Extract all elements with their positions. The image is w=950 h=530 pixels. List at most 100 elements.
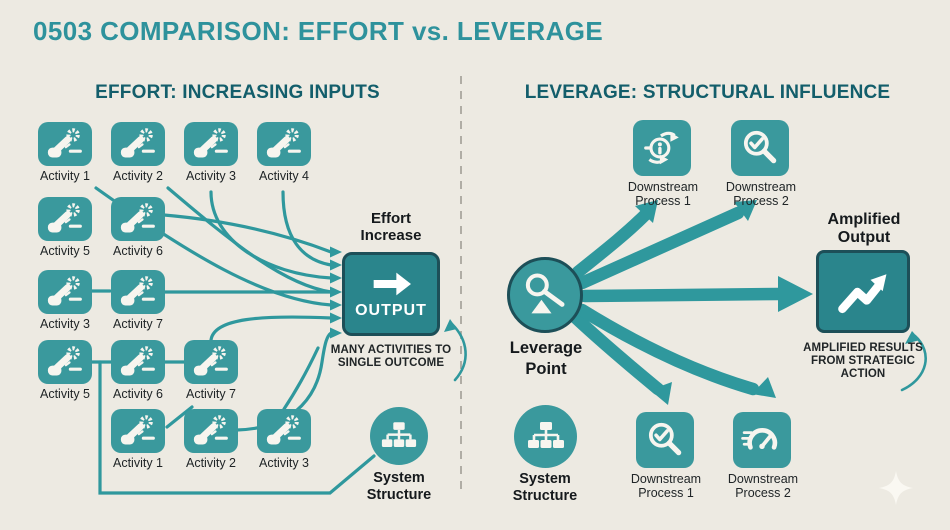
hand-gear-icon	[116, 201, 160, 237]
hand-gear-icon	[262, 126, 306, 162]
trend-up-arrow-icon	[833, 262, 893, 322]
hand-gear-icon	[116, 274, 160, 310]
right-arrow-icon	[362, 268, 420, 300]
activity-node: Activity 6	[111, 197, 165, 258]
activity-card	[38, 270, 92, 314]
leverage-line1: Leverage	[509, 339, 583, 357]
activity-label: Activity 7	[112, 317, 163, 331]
leverage-panel-heading: LEVERAGE: STRUCTURAL INFLUENCE	[505, 82, 910, 104]
activity-label: Activity 2	[185, 456, 236, 470]
amplified-line1: Amplified	[827, 211, 901, 228]
system-structure-circle	[514, 405, 577, 468]
activity-node: Activity 3	[38, 270, 92, 331]
process-card	[633, 120, 691, 176]
activity-node: Activity 3	[257, 409, 311, 470]
org-chart-icon	[526, 421, 566, 453]
hand-gear-icon	[189, 413, 233, 449]
amplified-output-box	[816, 250, 910, 333]
output-box: OUTPUT	[342, 252, 440, 336]
activity-label: Activity 3	[39, 317, 90, 331]
system-structure-label: System Structure	[349, 470, 449, 503]
output-label: OUTPUT	[355, 302, 427, 319]
lever-magnifier-icon	[519, 269, 571, 321]
effort-increase-line1: Effort	[371, 210, 411, 227]
activity-card	[257, 409, 311, 453]
activity-node: Activity 3	[184, 122, 238, 183]
activity-node: Activity 5	[38, 197, 92, 258]
amplified-note-line3: ACTION	[840, 367, 886, 380]
activity-label: Activity 2	[112, 169, 163, 183]
process-card	[636, 412, 694, 468]
activity-card	[111, 340, 165, 384]
activity-label: Activity 6	[112, 387, 163, 401]
leverage-heading-bold: LEVERAGE:	[524, 82, 638, 103]
sparkle-icon	[878, 470, 914, 506]
hand-gear-icon	[116, 126, 160, 162]
hand-gear-icon	[189, 126, 233, 162]
panel-divider	[460, 76, 462, 494]
hand-gear-icon	[116, 344, 160, 380]
magnifier-check-icon	[739, 127, 781, 169]
activity-card	[111, 409, 165, 453]
activity-label: Activity 1	[39, 169, 90, 183]
leverage-point-label: Leverage Point	[492, 338, 600, 381]
activity-node: Activity 1	[111, 409, 165, 470]
amplified-note-line1: AMPLIFIED RESULTS	[803, 342, 923, 354]
activity-node: Activity 2	[184, 409, 238, 470]
speedometer-icon	[741, 419, 783, 461]
activity-card	[184, 122, 238, 166]
info-flow-icon	[641, 127, 683, 169]
activity-node: Activity 2	[111, 122, 165, 183]
hand-gear-icon	[43, 201, 87, 237]
activity-label: Activity 4	[258, 169, 309, 183]
leverage-heading-rest: STRUCTURAL INFLUENCE	[637, 82, 891, 103]
amplified-note-line2: FROM STRATEGIC	[810, 354, 916, 367]
hand-gear-icon	[116, 413, 160, 449]
page-title: 0503 COMPARISON: EFFORT vs. LEVERAGE	[33, 16, 604, 46]
activity-label: Activity 6	[112, 244, 163, 258]
magnifier-check-icon	[644, 419, 686, 461]
activity-label: Activity 3	[185, 169, 236, 183]
activity-card	[111, 197, 165, 241]
activity-card	[38, 122, 92, 166]
system-structure-line2: Structure	[512, 487, 578, 504]
hand-gear-icon	[43, 126, 87, 162]
activity-card	[111, 270, 165, 314]
activity-node: Activity 7	[111, 270, 165, 331]
effort-panel-heading: EFFORT: INCREASING INPUTS	[40, 82, 435, 104]
activity-card	[257, 122, 311, 166]
activity-label: Activity 5	[39, 387, 90, 401]
activity-label: Activity 3	[258, 456, 309, 470]
activity-card	[38, 340, 92, 384]
activity-node: Activity 4	[257, 122, 311, 183]
system-structure-circle	[370, 407, 428, 465]
system-structure-label: System Structure	[495, 471, 595, 504]
activity-label: Activity 7	[185, 387, 236, 401]
effort-heading-rest: INCREASING INPUTS	[176, 82, 380, 103]
process-card	[731, 120, 789, 176]
activity-node: Activity 5	[38, 340, 92, 401]
hand-gear-icon	[189, 344, 233, 380]
activity-card	[38, 197, 92, 241]
amplified-line2: Output	[837, 229, 891, 247]
activity-card	[184, 340, 238, 384]
activity-node: Activity 1	[38, 122, 92, 183]
org-chart-icon	[380, 421, 418, 452]
system-structure-line2: Structure	[366, 486, 432, 503]
leverage-line2: Point	[525, 360, 567, 379]
output-note-line1: MANY ACTIVITIES TO	[330, 344, 452, 356]
hand-gear-icon	[43, 344, 87, 380]
output-note-line2: SINGLE OUTCOME	[337, 356, 445, 369]
system-structure-line1: System	[373, 470, 425, 486]
activity-node: Activity 6	[111, 340, 165, 401]
process-card	[733, 412, 791, 468]
activity-card	[111, 122, 165, 166]
effort-increase-line2: Increase	[360, 227, 422, 245]
activity-node: Activity 7	[184, 340, 238, 401]
output-note: MANY ACTIVITIES TO SINGLE OUTCOME	[321, 344, 461, 370]
